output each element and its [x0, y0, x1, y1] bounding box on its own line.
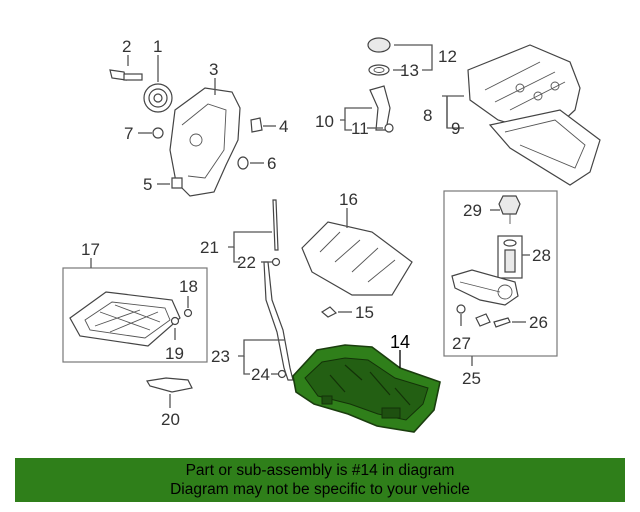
oring-22-part	[271, 257, 281, 267]
callout-6: 6	[267, 154, 276, 173]
plug-4-part	[250, 117, 263, 133]
bracket-20-part	[146, 377, 193, 393]
callout-25-frame	[443, 190, 558, 357]
bolt-shank	[123, 73, 143, 81]
oil-pan-14-group: 14	[292, 332, 441, 433]
callout-10: 10	[315, 112, 334, 131]
screen-26a-part	[475, 313, 491, 327]
gasket-19-part	[170, 316, 180, 326]
callout-15: 15	[355, 303, 374, 322]
dipstick-group: 21 22 23 24	[200, 199, 294, 384]
callout-24: 24	[251, 365, 270, 384]
parts-diagram: 2 1 3 7 5 4 6 12 13	[62, 37, 601, 433]
callout-28: 28	[532, 246, 551, 265]
seal-5-part	[171, 177, 183, 189]
guide-tube-part	[263, 261, 294, 381]
baffle-plate-part	[301, 221, 413, 296]
seal-15-part	[320, 306, 338, 318]
callout-19: 19	[165, 344, 184, 363]
timing-cover-group: 3 7 5 4 6	[124, 60, 288, 197]
callout-8: 8	[423, 106, 432, 125]
callout-1: 1	[153, 37, 162, 56]
callout-11: 11	[351, 119, 369, 138]
callout-27: 27	[452, 334, 471, 353]
callout-21: 21	[200, 238, 219, 257]
pulley-hub	[153, 93, 163, 103]
callout-9: 9	[451, 119, 460, 138]
filler-cap-part	[367, 37, 391, 53]
oil-pump-group: 25 29 28 27 26	[443, 190, 558, 388]
banner-line-1: Part or sub-assembly is #14 in diagram	[185, 462, 455, 479]
callout-18: 18	[179, 277, 198, 296]
callout-23: 23	[211, 347, 230, 366]
oring-24-part	[277, 369, 287, 379]
callout-17: 17	[81, 240, 100, 259]
callout-26: 26	[529, 313, 548, 332]
oring-11-part	[384, 123, 394, 133]
callout-13: 13	[400, 61, 419, 80]
filler-cap-group: 12 13 10 11	[315, 37, 457, 138]
oring-7-part	[152, 127, 164, 139]
dipstick-part	[272, 199, 279, 251]
callout-17-frame	[62, 267, 208, 363]
pump-body-part	[451, 269, 519, 306]
callout-25: 25	[462, 369, 481, 388]
callout-29: 29	[463, 201, 482, 220]
callout-5: 5	[143, 175, 152, 194]
relief-valve-29-part	[498, 195, 521, 215]
callout-20: 20	[161, 410, 180, 429]
callout-4: 4	[279, 117, 288, 136]
screen-26b-part	[493, 317, 511, 328]
callout-2: 2	[122, 37, 131, 56]
filler-tube-part	[369, 85, 391, 131]
callout-16: 16	[339, 190, 358, 209]
oring-27-part	[456, 304, 466, 314]
callout-22: 22	[237, 253, 256, 272]
callout-3: 3	[209, 60, 218, 79]
banner-line-2: Diagram may not be specific to your vehi…	[170, 481, 470, 498]
bracket-group: 20	[146, 377, 193, 429]
callout-14: 14	[390, 332, 410, 352]
crank-pulley-group: 2 1	[109, 37, 173, 113]
timing-cover-part	[169, 87, 241, 197]
lower-pan-group: 17 18 19	[62, 240, 208, 363]
oring-6-part	[237, 156, 249, 170]
callout-7: 7	[124, 124, 133, 143]
cap-seal-part	[368, 64, 390, 76]
callout-12: 12	[438, 47, 457, 66]
info-banner: Part or sub-assembly is #14 in diagram D…	[15, 458, 625, 502]
valve-cover-group: 8 9	[423, 44, 601, 186]
bolt-18-part	[183, 308, 193, 318]
baffle-group: 16 15	[301, 190, 413, 322]
